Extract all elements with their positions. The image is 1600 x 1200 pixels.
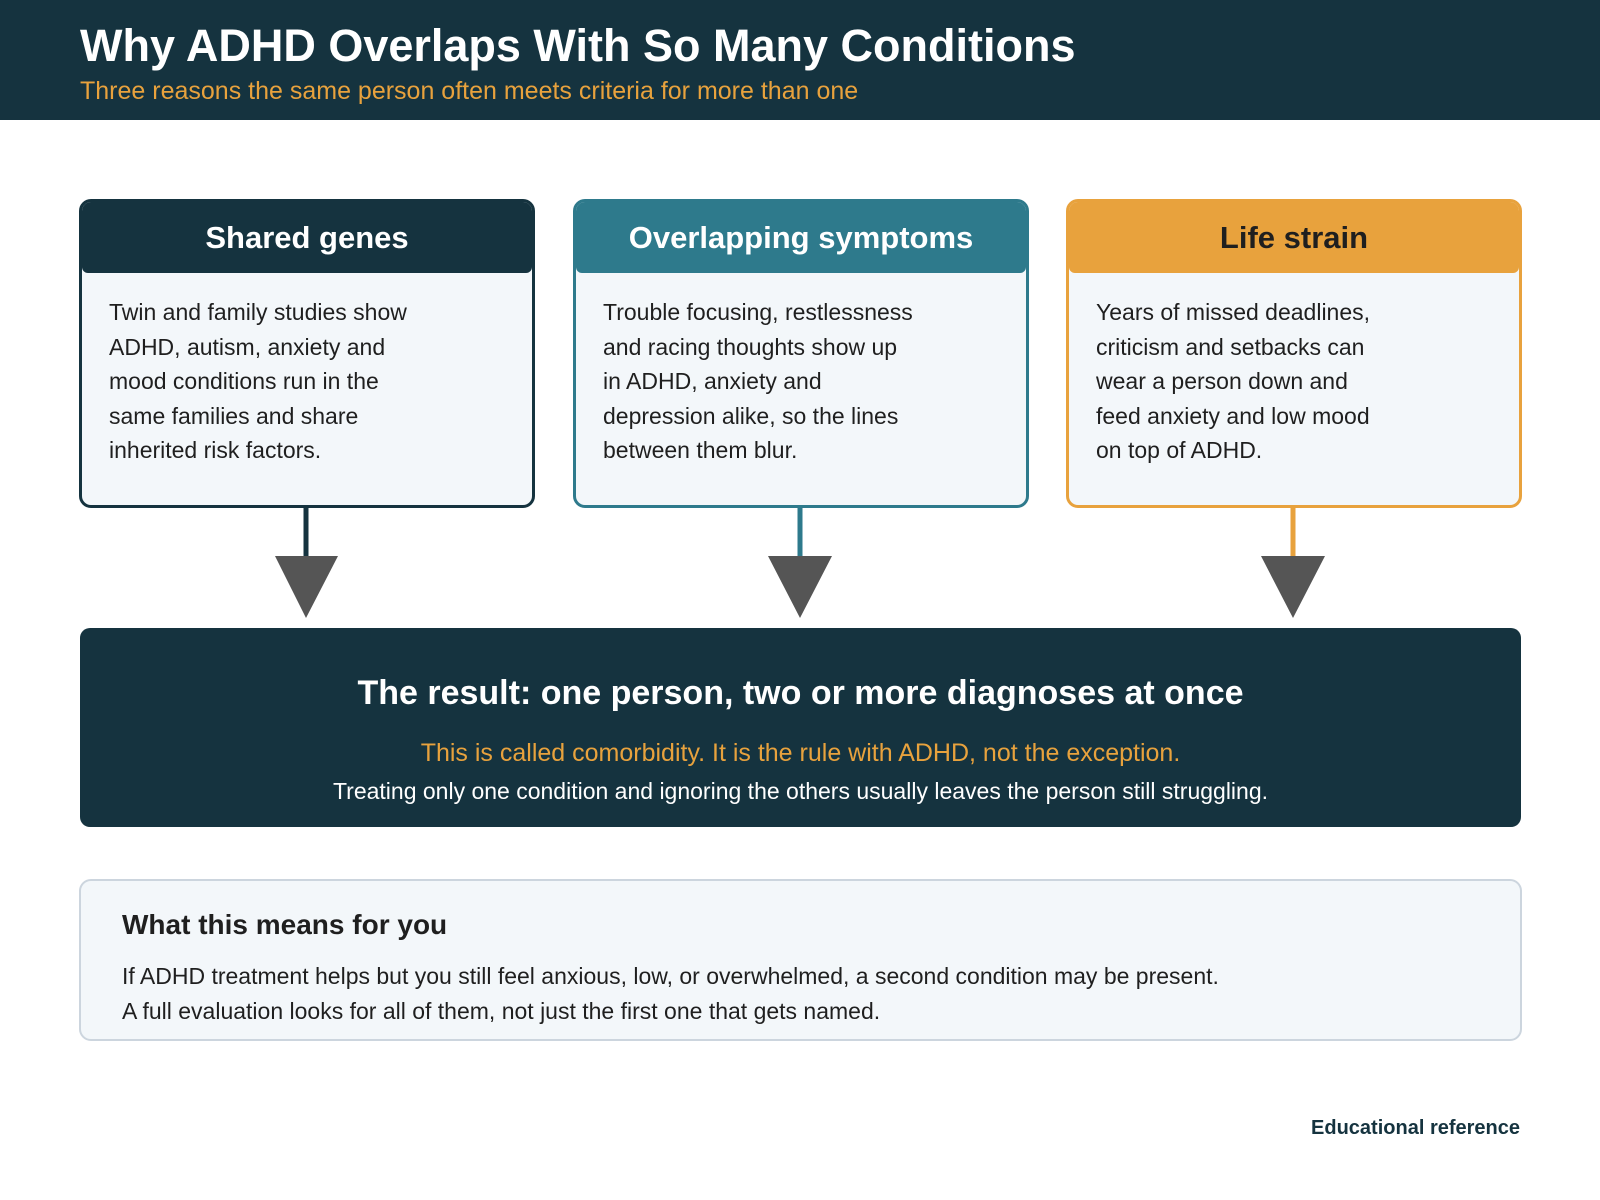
arrow-down-icon xyxy=(768,556,832,618)
what-this-means-title: What this means for you xyxy=(122,909,448,940)
card-life-strain-text: Years of missed deadlines, criticism and… xyxy=(1096,299,1371,463)
arrow-down-icon xyxy=(275,556,338,618)
page-title: Why ADHD Overlaps With So Many Condition… xyxy=(80,20,1076,71)
what-this-means-panel: What this means for you If ADHD treatmen… xyxy=(79,879,1522,1041)
card-shared-genes-text: Twin and family studies show ADHD, autis… xyxy=(109,299,407,463)
what-this-means-text: If ADHD treatment helps but you still fe… xyxy=(122,963,1219,1024)
header-banner: Why ADHD Overlaps With So Many Condition… xyxy=(0,0,1600,120)
result-title: The result: one person, two or more diag… xyxy=(357,674,1244,712)
arrow-down-icon xyxy=(1261,556,1325,618)
card-overlapping-symptoms: Overlapping symptoms Trouble focusing, r… xyxy=(573,199,1029,508)
footer-label: Educational reference xyxy=(1311,1117,1520,1139)
result-treatment-note: Treating only one condition and ignoring… xyxy=(332,778,1269,804)
result-panel: The result: one person, two or more diag… xyxy=(80,628,1521,827)
card-shared-genes: Shared genes Twin and family studies sho… xyxy=(79,199,535,508)
card-overlapping-symptoms-text: Trouble focusing, restlessness and racin… xyxy=(603,299,913,463)
card-life-strain: Life strain Years of missed deadlines, c… xyxy=(1066,199,1522,508)
card-overlapping-symptoms-title: Overlapping symptoms xyxy=(576,202,1026,273)
card-shared-genes-title: Shared genes xyxy=(82,202,532,273)
page-subtitle: Three reasons the same person often meet… xyxy=(80,77,859,105)
card-life-strain-title: Life strain xyxy=(1069,202,1519,273)
arrow-connectors xyxy=(275,508,1325,618)
result-comorbidity-note: This is called comorbidity. It is the ru… xyxy=(420,739,1181,767)
